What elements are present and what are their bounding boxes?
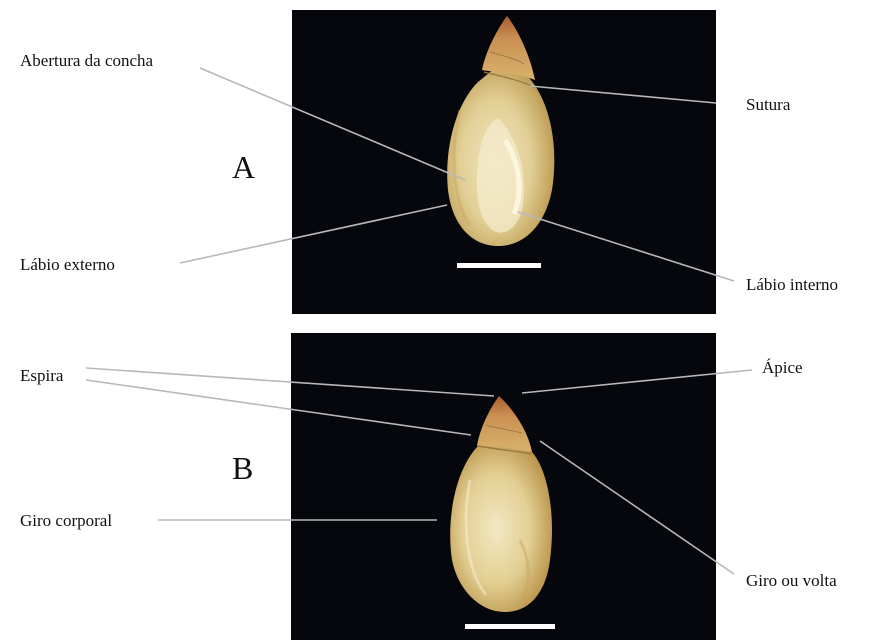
label-labio-externo: Lábio externo xyxy=(20,255,115,274)
label-abertura: Abertura da concha xyxy=(20,51,154,70)
label-apice: Ápice xyxy=(762,358,803,377)
panel-letter-b: B xyxy=(232,450,253,486)
scale-bar-b xyxy=(465,624,555,629)
scale-bar-a xyxy=(457,263,541,268)
label-giro-corporal: Giro corporal xyxy=(20,511,112,530)
label-espira: Espira xyxy=(20,366,64,385)
label-giro-volta: Giro ou volta xyxy=(746,571,837,590)
panel-b: B Espira Ápice Giro corporal Giro ou vol… xyxy=(20,333,837,640)
label-labio-interno: Lábio interno xyxy=(746,275,838,294)
panel-letter-a: A xyxy=(232,149,255,185)
label-sutura: Sutura xyxy=(746,95,791,114)
panel-a: A Abertura da concha Sutura Lábio extern… xyxy=(20,10,838,314)
